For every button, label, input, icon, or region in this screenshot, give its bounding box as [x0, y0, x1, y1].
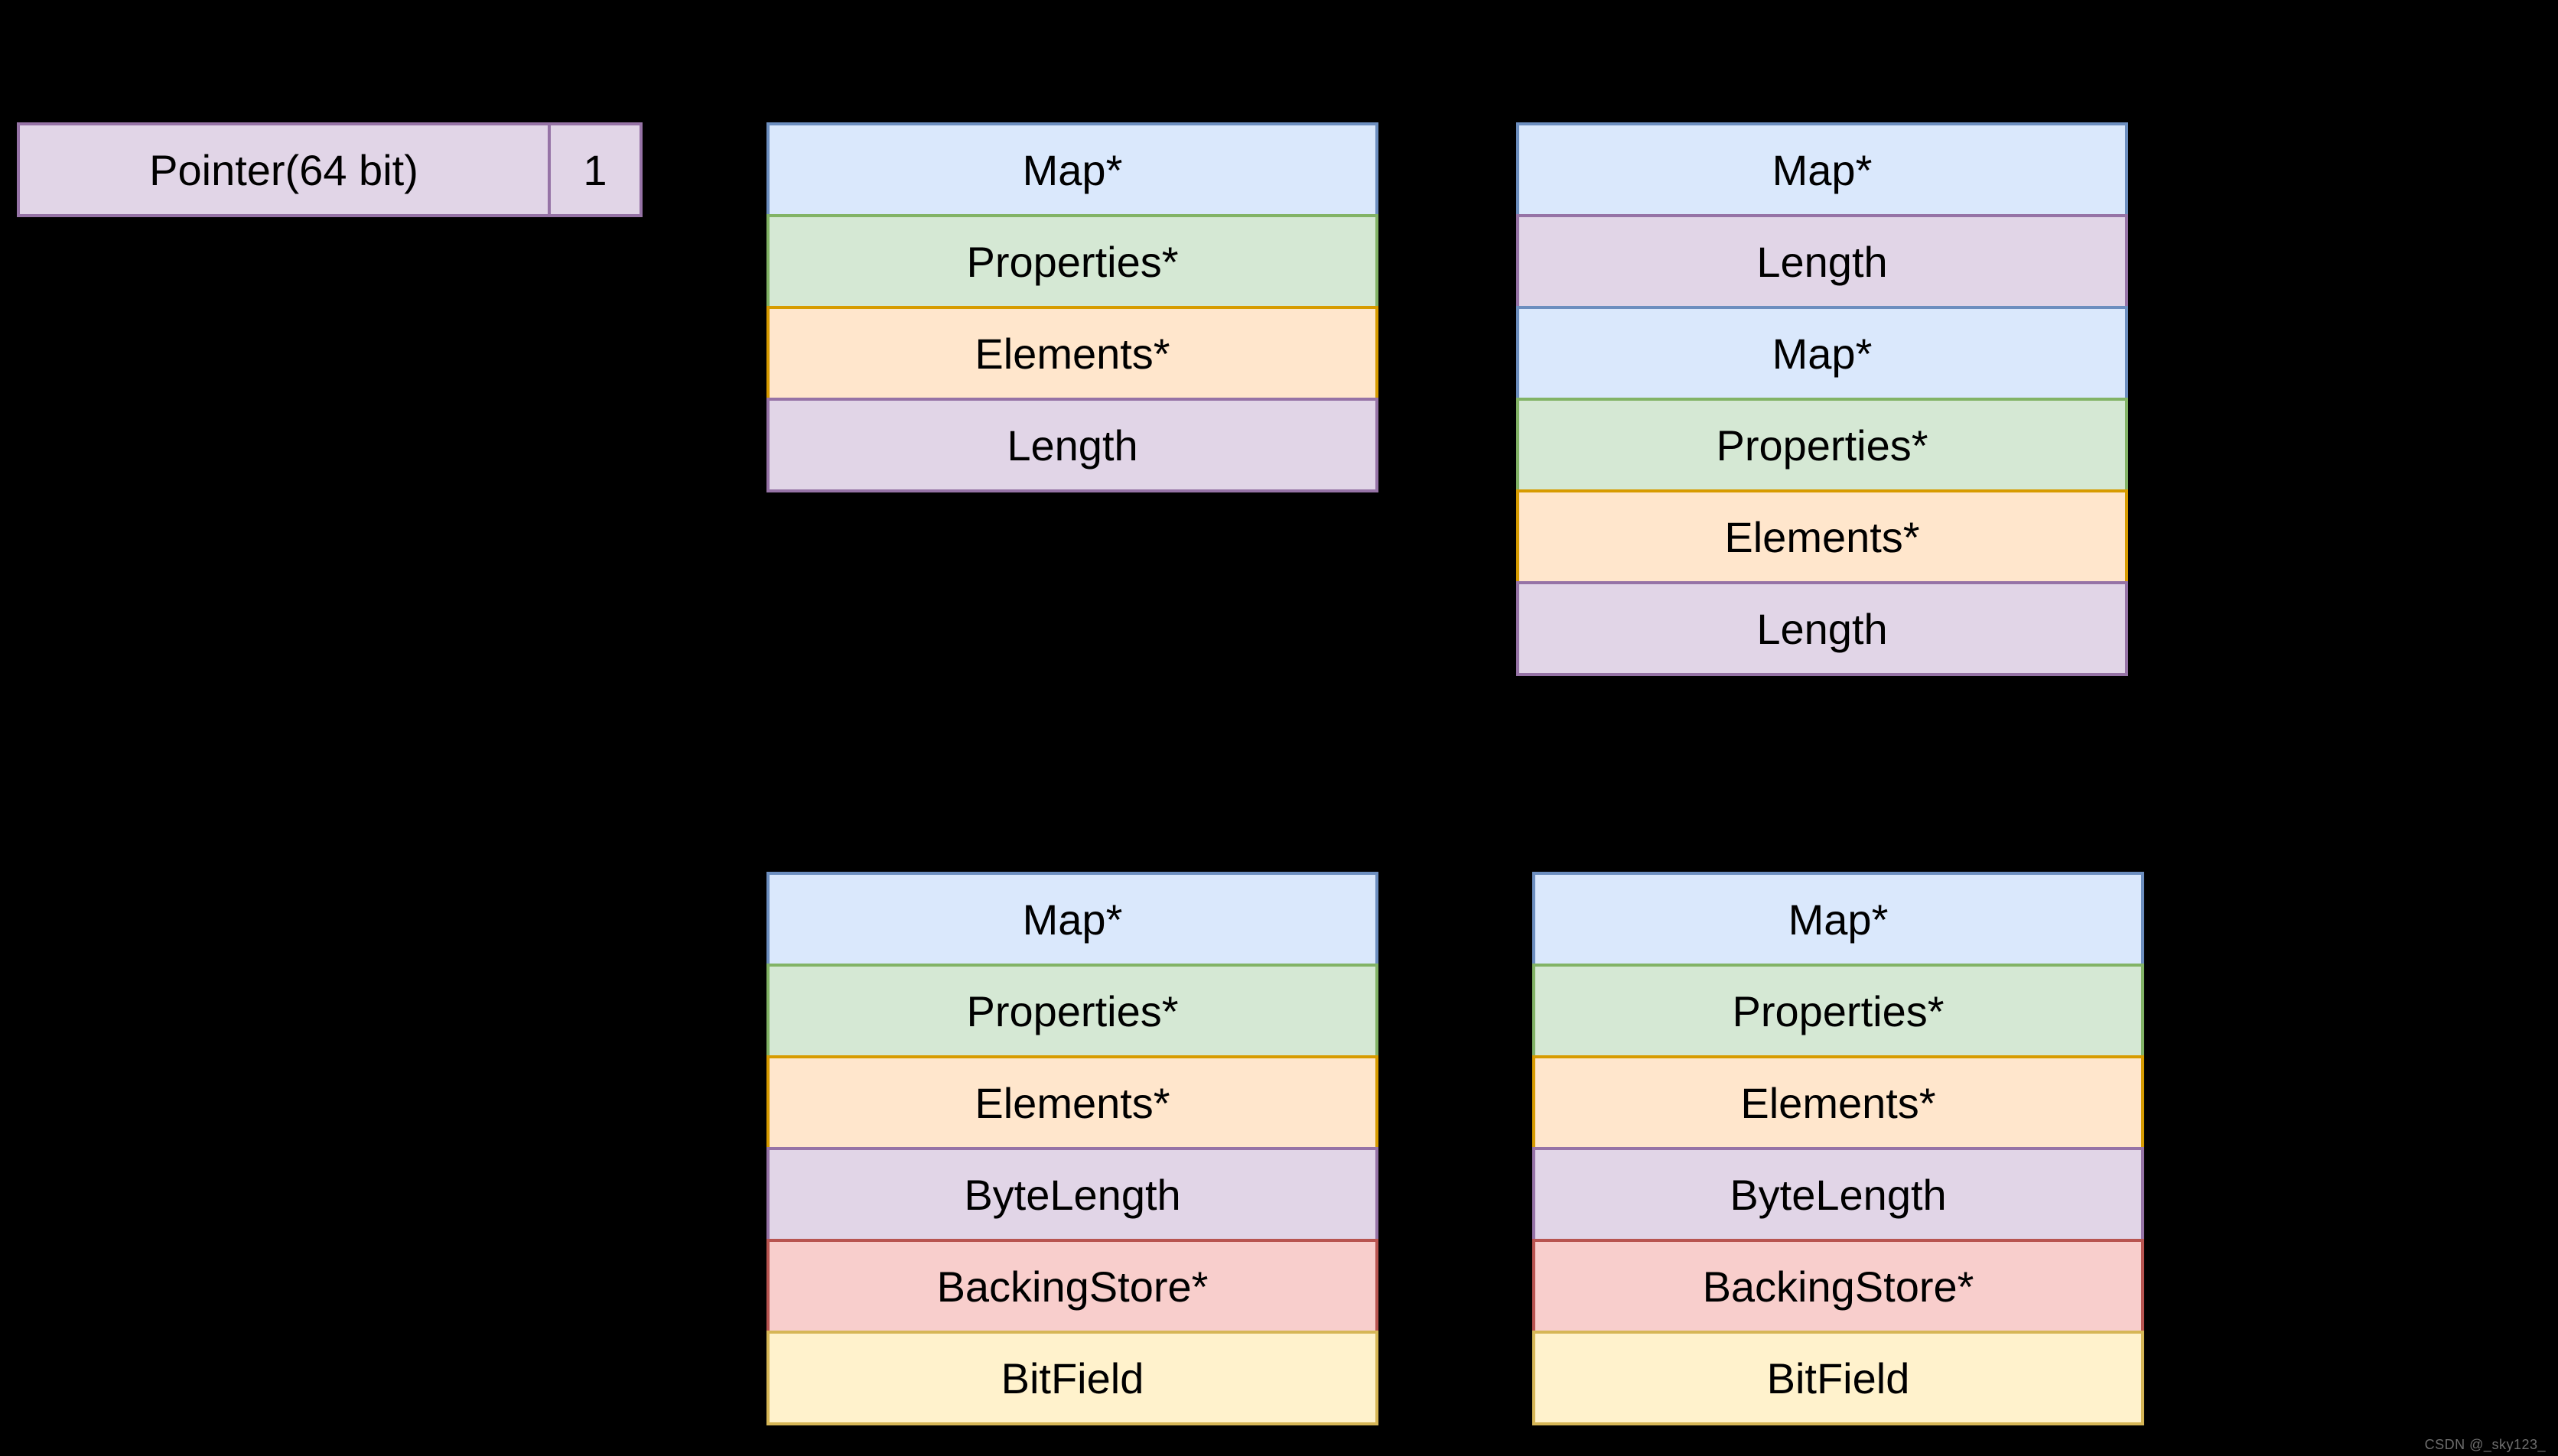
field-row-map: Map*	[1516, 122, 2128, 217]
csdn-watermark: CSDN @_sky123_	[2424, 1437, 2546, 1452]
field-row-bytelength: ByteLength	[1532, 1147, 2144, 1242]
field-row-map: Map*	[1516, 306, 2128, 401]
field-row-backingstore: BackingStore*	[1532, 1239, 2144, 1334]
object-layout-top-right: Map* Length Map* Properties* Elements* L…	[1516, 122, 2128, 676]
object-layout-bottom-middle: Map* Properties* Elements* ByteLength Ba…	[766, 872, 1378, 1425]
field-row-elements: Elements*	[766, 1055, 1378, 1150]
field-row-bytelength: ByteLength	[766, 1147, 1378, 1242]
field-row-bitfield: BitField	[1532, 1331, 2144, 1425]
field-row-length: Length	[1516, 214, 2128, 309]
field-row-properties: Properties*	[766, 964, 1378, 1058]
field-row-properties: Properties*	[1516, 398, 2128, 492]
object-layout-top-middle: Map* Properties* Elements* Length	[766, 122, 1378, 492]
field-row-elements: Elements*	[1532, 1055, 2144, 1150]
field-row-elements: Elements*	[766, 306, 1378, 401]
field-row-elements: Elements*	[1516, 489, 2128, 584]
field-row-map: Map*	[1532, 872, 2144, 967]
field-row-length: Length	[1516, 581, 2128, 676]
object-layout-bottom-right: Map* Properties* Elements* ByteLength Ba…	[1532, 872, 2144, 1425]
field-row-map: Map*	[766, 122, 1378, 217]
pointer-label-cell: Pointer(64 bit)	[20, 125, 548, 214]
field-row-properties: Properties*	[1532, 964, 2144, 1058]
pointer-box: Pointer(64 bit) 1	[17, 122, 643, 217]
field-row-map: Map*	[766, 872, 1378, 967]
field-row-backingstore: BackingStore*	[766, 1239, 1378, 1334]
pointer-tag-cell: 1	[548, 125, 640, 214]
field-row-properties: Properties*	[766, 214, 1378, 309]
field-row-bitfield: BitField	[766, 1331, 1378, 1425]
field-row-length: Length	[766, 398, 1378, 492]
